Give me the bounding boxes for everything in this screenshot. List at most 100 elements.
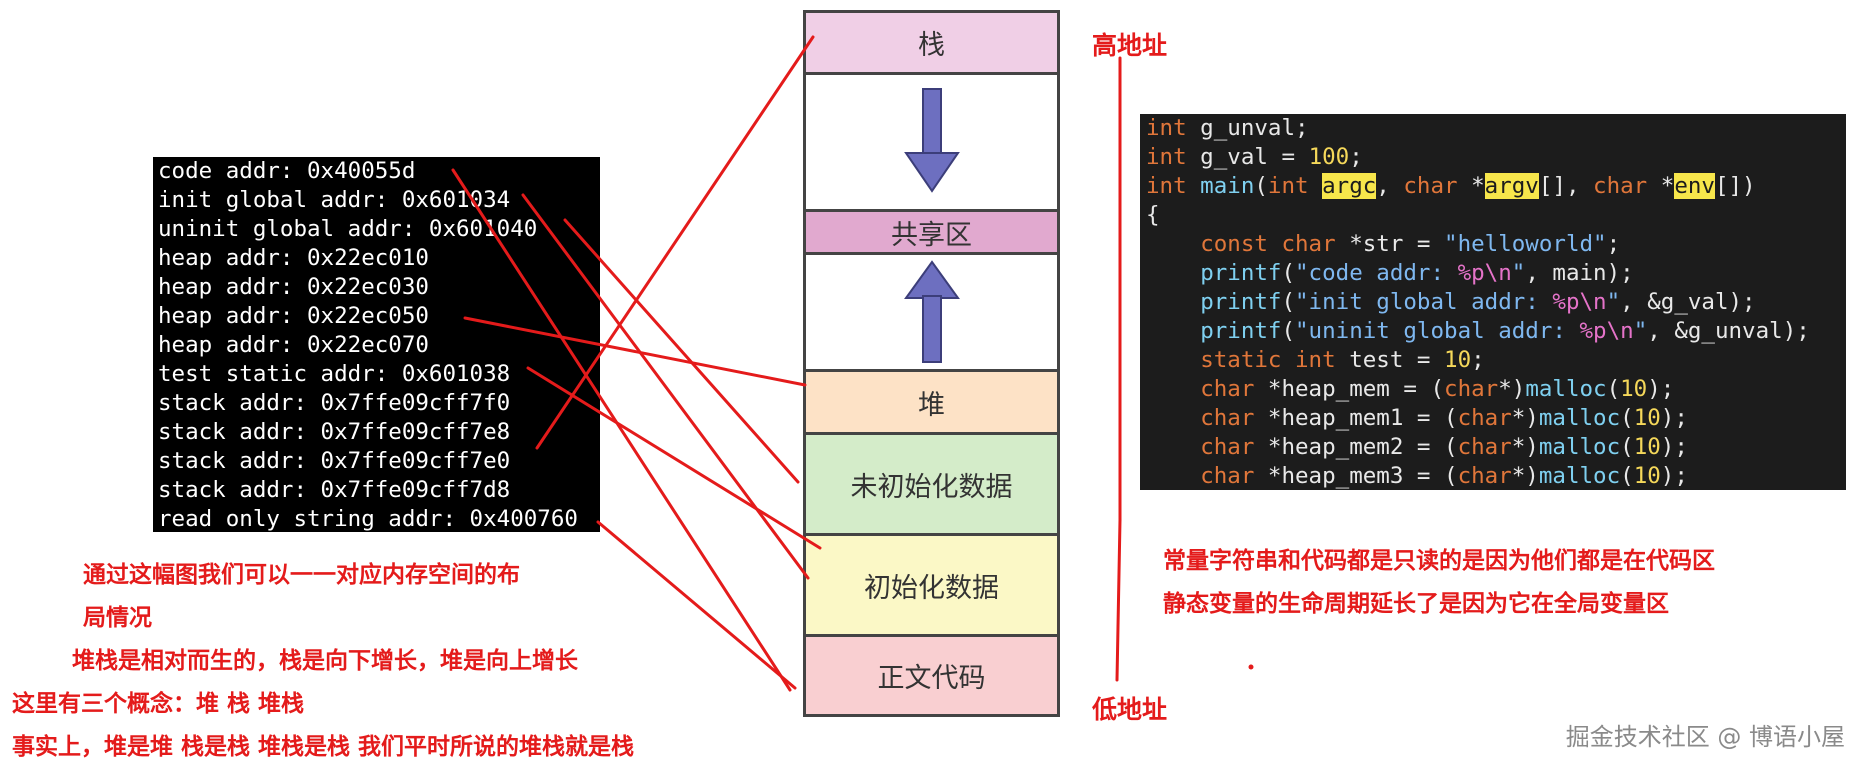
code-token: char [1457, 463, 1512, 489]
code-token: , &g_unval); [1647, 318, 1810, 344]
segment-text: 正文代码 [806, 637, 1057, 714]
code-token: ( [1606, 376, 1621, 402]
code-token: test = [1335, 347, 1445, 373]
code-token: argc [1322, 173, 1377, 199]
code-token: *heap_mem1 = ( [1254, 405, 1458, 431]
code-token: ( [1620, 434, 1634, 460]
code-line: { [1146, 201, 1160, 230]
code-token: const char [1200, 231, 1336, 257]
code-token: *) [1511, 434, 1539, 460]
segment-stack-label: 栈 [918, 30, 945, 61]
segment-uninit-label: 未初始化数据 [850, 471, 1013, 503]
code-token: 10 [1633, 405, 1661, 431]
code-token: int [1146, 115, 1187, 141]
code-token: " [1511, 260, 1526, 286]
terminal-line: heap addr: 0x22ec010 [158, 245, 429, 271]
note-line: 局情况 [83, 605, 152, 631]
code-token: "init global addr: [1295, 289, 1553, 315]
segment-uninit-data: 未初始化数据 [806, 435, 1057, 536]
code-token: , main); [1525, 260, 1634, 286]
code-token: ( [1254, 173, 1268, 199]
code-token: * [1457, 173, 1485, 199]
code-line: int g_unval; [1146, 114, 1309, 143]
terminal-line: test static addr: 0x601038 [158, 361, 511, 387]
connector-init-global [521, 193, 810, 580]
code-token: %p\n [1579, 318, 1634, 344]
code-token: { [1146, 202, 1160, 228]
code-token: ( [1281, 289, 1296, 315]
code-token: malloc [1538, 434, 1621, 460]
code-line: int main(int argc, char *argv[], char *e… [1146, 172, 1756, 201]
code-token: main [1186, 173, 1255, 199]
terminal-line: read only string addr: 0x400760 [158, 506, 578, 532]
code-token: ; [1471, 347, 1485, 373]
note-line: 通过这幅图我们可以一一对应内存空间的布 [83, 562, 520, 588]
segment-heap-label: 堆 [918, 389, 945, 421]
memory-layout: 栈 共享区 堆 未初始化数据 初始化数据 正文代码 [803, 10, 1060, 717]
code-line: printf("code addr: %p\n", main); [1146, 259, 1634, 288]
connector-heap [463, 316, 807, 387]
terminal-line: stack addr: 0x7ffe09cff7f0 [158, 390, 511, 416]
code-line: char *heap_mem2 = (char*)malloc(10); [1146, 433, 1688, 462]
code-line: printf("uninit global addr: %p\n", &g_un… [1146, 317, 1810, 346]
code-token: %p\n [1457, 260, 1512, 286]
code-token: *str = [1335, 231, 1445, 257]
segment-heap: 堆 [806, 372, 1057, 435]
red-dot [1248, 664, 1254, 670]
note-line: 这里有三个概念：堆 栈 堆栈 [12, 691, 305, 717]
terminal-line: uninit global addr: 0x601040 [158, 216, 538, 242]
note-line: 堆栈是相对而生的，栈是向下增长，堆是向上增长 [72, 648, 578, 674]
low-address-label: 低地址 [1092, 695, 1168, 724]
code-token: *heap_mem2 = ( [1254, 434, 1458, 460]
code-line: int g_val = 100; [1146, 143, 1363, 172]
segment-shared: 共享区 [806, 212, 1057, 255]
code-token: char [1444, 376, 1499, 402]
code-token: printf [1200, 289, 1282, 315]
code-token: 10 [1633, 434, 1661, 460]
code-token: ( [1281, 260, 1296, 286]
code-token: *heap_mem = ( [1254, 376, 1445, 402]
code-token: char [1200, 405, 1255, 431]
code-token: ); [1647, 376, 1675, 402]
watermark: 掘金技术社区 @ 博语小屋 [1565, 723, 1845, 751]
code-token: ); [1660, 434, 1688, 460]
segment-stack: 栈 [806, 13, 1057, 75]
terminal-line: stack addr: 0x7ffe09cff7e0 [158, 448, 511, 474]
code-token: ); [1660, 463, 1688, 489]
terminal-line: init global addr: 0x601034 [158, 187, 511, 213]
connector-uninit-global [563, 218, 800, 484]
code-token: 100 [1308, 144, 1350, 170]
segment-text-label: 正文代码 [877, 663, 986, 694]
code-token: char [1200, 434, 1255, 460]
code-token: g_unval; [1186, 115, 1309, 141]
code-token: argv [1484, 173, 1539, 199]
code-token: printf [1200, 260, 1282, 286]
code-token: malloc [1538, 463, 1621, 489]
code-token: char [1593, 173, 1648, 199]
connector-static [526, 366, 822, 550]
code-token: " [1606, 289, 1621, 315]
terminal-line: heap addr: 0x22ec050 [158, 303, 429, 329]
segment-gap-top [806, 75, 1057, 212]
code-token: malloc [1538, 405, 1621, 431]
code-token: static int [1200, 347, 1336, 373]
code-line: static int test = 10; [1146, 346, 1485, 375]
code-token: 10 [1633, 463, 1661, 489]
code-token: []) [1714, 173, 1756, 199]
note-line: 静态变量的生命周期延长了是因为它在全局变量区 [1163, 591, 1669, 617]
code-line: char *heap_mem3 = (char*)malloc(10); [1146, 462, 1688, 491]
code-token: ( [1620, 405, 1634, 431]
code-token: "code addr: [1295, 260, 1458, 286]
connector-stack [535, 35, 815, 450]
terminal-output: code addr: 0x40055d init global addr: 0x… [153, 157, 600, 532]
code-token: int [1146, 173, 1187, 199]
code-line: char *heap_mem = (char*)malloc(10); [1146, 375, 1674, 404]
segment-init-data: 初始化数据 [806, 536, 1057, 637]
code-token: [], [1538, 173, 1594, 199]
code-token: *) [1511, 463, 1539, 489]
code-token: *) [1498, 376, 1526, 402]
code-line: const char *str = "helloworld"; [1146, 230, 1620, 259]
code-token: , &g_val); [1620, 289, 1756, 315]
code-token: ; [1606, 231, 1621, 257]
